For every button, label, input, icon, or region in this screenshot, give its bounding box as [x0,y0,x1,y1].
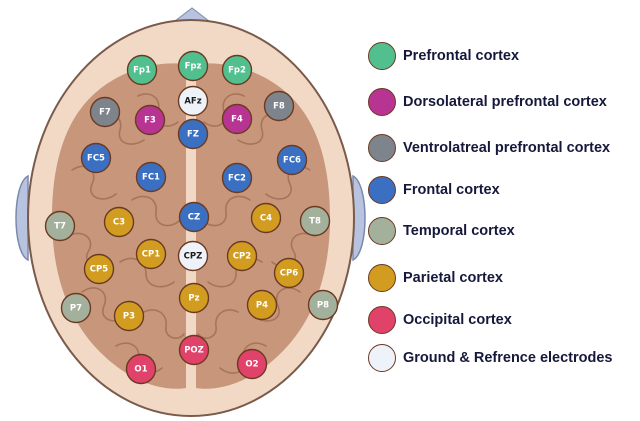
parietal-swatch-icon [368,264,396,292]
electrode-label: FZ [187,130,199,140]
electrode-c3: C3 [105,208,134,237]
electrode-cpz: CPZ [179,242,208,271]
electrode-label: P8 [317,301,329,311]
electrode-label: C4 [260,214,272,224]
electrode-cz: CZ [180,203,209,232]
ventrolateral-swatch-icon [368,134,396,162]
electrode-label: P3 [123,312,135,322]
legend-item-ground: Ground & Refrence electrodes [368,342,613,374]
legend-label: Ventrolatreal prefrontal cortex [403,140,610,156]
electrode-label: CP1 [142,250,160,260]
electrode-fc2: FC2 [223,164,252,193]
electrode-label: FC5 [87,154,105,164]
electrode-fz: FZ [179,120,208,149]
electrode-cp5: CP5 [85,255,114,284]
electrode-f7: F7 [91,98,120,127]
legend-label: Dorsolateral prefrontal cortex [403,94,607,110]
legend-label: Occipital cortex [403,312,512,328]
electrode-p3: P3 [115,302,144,331]
legend-item-occipital: Occipital cortex [368,304,512,336]
electrode-label: CZ [188,213,200,223]
electrode-label: CP6 [280,269,298,279]
electrode-fp1: Fp1 [128,56,157,85]
electrode-label: POZ [184,346,204,356]
electrode-label: Fpz [185,62,202,72]
electrode-f4: F4 [223,105,252,134]
electrode-cp2: CP2 [228,242,257,271]
legend-label: Frontal cortex [403,182,500,198]
electrode-t8: T8 [301,207,330,236]
electrode-fc6: FC6 [278,146,307,175]
electrode-fpz: Fpz [179,52,208,81]
electrode-label: CP2 [233,252,251,262]
electrode-label: Fp1 [133,66,151,76]
electrode-cp6: CP6 [275,259,304,288]
electrode-f8: F8 [265,92,294,121]
electrode-o1: O1 [127,355,156,384]
legend-item-ventrolateral: Ventrolatreal prefrontal cortex [368,132,610,164]
electrode-fp2: Fp2 [223,56,252,85]
legend-item-temporal: Temporal cortex [368,215,515,247]
electrode-fc1: FC1 [137,163,166,192]
electrode-label: Fp2 [228,66,246,76]
electrode-afz: AFz [179,87,208,116]
legend-item-dorsolateral: Dorsolateral prefrontal cortex [368,86,607,118]
electrode-p4: P4 [248,291,277,320]
electrode-p7: P7 [62,294,91,323]
legend-item-prefrontal: Prefrontal cortex [368,40,519,72]
electrode-label: T8 [309,217,321,227]
temporal-swatch-icon [368,217,396,245]
electrode-label: CPZ [184,252,203,262]
ground-swatch-icon [368,344,396,372]
electrode-label: F3 [144,116,156,126]
legend-label: Temporal cortex [403,223,515,239]
occipital-swatch-icon [368,306,396,334]
electrode-label: FC6 [283,156,301,166]
electrode-label: F8 [273,102,285,112]
left-ear-shape [16,176,28,260]
electrode-label: P7 [70,304,82,314]
frontal-swatch-icon [368,176,396,204]
electrode-label: FC2 [228,174,246,184]
electrode-label: O2 [245,360,258,370]
electrode-fc5: FC5 [82,144,111,173]
electrode-o2: O2 [238,350,267,379]
electrode-label: Pz [188,294,199,304]
electrode-label: F4 [231,115,243,125]
electrode-label: P4 [256,301,268,311]
electrode-label: CP5 [90,265,108,275]
electrode-pz: Pz [180,284,209,313]
legend-item-parietal: Parietal cortex [368,262,503,294]
electrode-label: C3 [113,218,125,228]
legend-label: Ground & Refrence electrodes [403,350,613,366]
electrode-f3: F3 [136,106,165,135]
legend-label: Prefrontal cortex [403,48,519,64]
electrode-label: FC1 [142,173,160,183]
electrode-label: AFz [184,97,201,107]
electrode-poz: POZ [180,336,209,365]
prefrontal-swatch-icon [368,42,396,70]
electrode-label: T7 [54,222,66,232]
electrode-label: O1 [134,365,147,375]
legend-item-frontal: Frontal cortex [368,174,500,206]
electrode-p8: P8 [309,291,338,320]
legend-label: Parietal cortex [403,270,503,286]
electrode-cp1: CP1 [137,240,166,269]
electrode-t7: T7 [46,212,75,241]
dorsolateral-swatch-icon [368,88,396,116]
electrode-c4: C4 [252,204,281,233]
electrode-label: F7 [99,108,111,118]
